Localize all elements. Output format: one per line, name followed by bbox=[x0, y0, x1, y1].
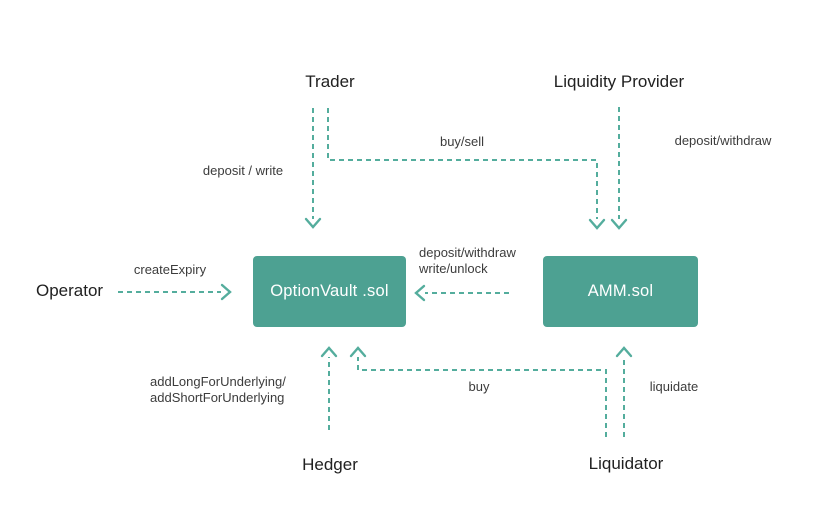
amm-label: AMM.sol bbox=[587, 282, 654, 300]
connector-liquidator-to-vault bbox=[357, 357, 607, 437]
arrowhead-up-icon bbox=[320, 346, 338, 358]
arrowhead-right-icon bbox=[220, 283, 232, 301]
edge-label-create-expiry: createExpiry bbox=[133, 262, 207, 277]
edge-label-deposit-write: deposit / write bbox=[202, 163, 284, 178]
hedger-label: Hedger bbox=[302, 455, 358, 474]
edge-label-amm-to-vault-line2: write/unlock bbox=[419, 261, 488, 276]
edge-label-buy-sell: buy/sell bbox=[439, 134, 485, 149]
arrowhead-down-icon bbox=[588, 218, 606, 230]
liquidity-provider-label: Liquidity Provider bbox=[553, 72, 685, 91]
edge-label-buy: buy bbox=[468, 379, 490, 394]
arrowhead-left-icon bbox=[414, 284, 426, 302]
edge-label-amm-to-vault: deposit/withdraw write/unlock bbox=[419, 245, 516, 277]
operator-label: Operator bbox=[36, 281, 104, 300]
edge-label-liquidate: liquidate bbox=[649, 379, 699, 394]
liquidator-label: Liquidator bbox=[588, 454, 664, 473]
arrowhead-down-icon bbox=[304, 217, 322, 229]
amm-node: AMM.sol bbox=[543, 256, 698, 327]
edge-label-deposit-withdraw: deposit/withdraw bbox=[674, 133, 772, 148]
arrowhead-up-icon bbox=[349, 346, 367, 358]
arrowhead-down-icon bbox=[610, 218, 628, 230]
option-vault-label: OptionVault .sol bbox=[270, 282, 389, 300]
arrowhead-up-icon bbox=[615, 346, 633, 358]
connector-trader-to-amm bbox=[327, 108, 598, 219]
edge-label-hedger-to-vault: addLongForUnderlying/ addShortForUnderly… bbox=[150, 374, 286, 406]
edge-label-hedger-line2: addShortForUnderlying bbox=[150, 390, 285, 405]
edge-label-amm-to-vault-line1: deposit/withdraw bbox=[419, 245, 516, 260]
option-vault-node: OptionVault .sol bbox=[253, 256, 406, 327]
edge-label-hedger-line1: addLongForUnderlying/ bbox=[150, 374, 286, 389]
trader-label: Trader bbox=[305, 72, 355, 91]
